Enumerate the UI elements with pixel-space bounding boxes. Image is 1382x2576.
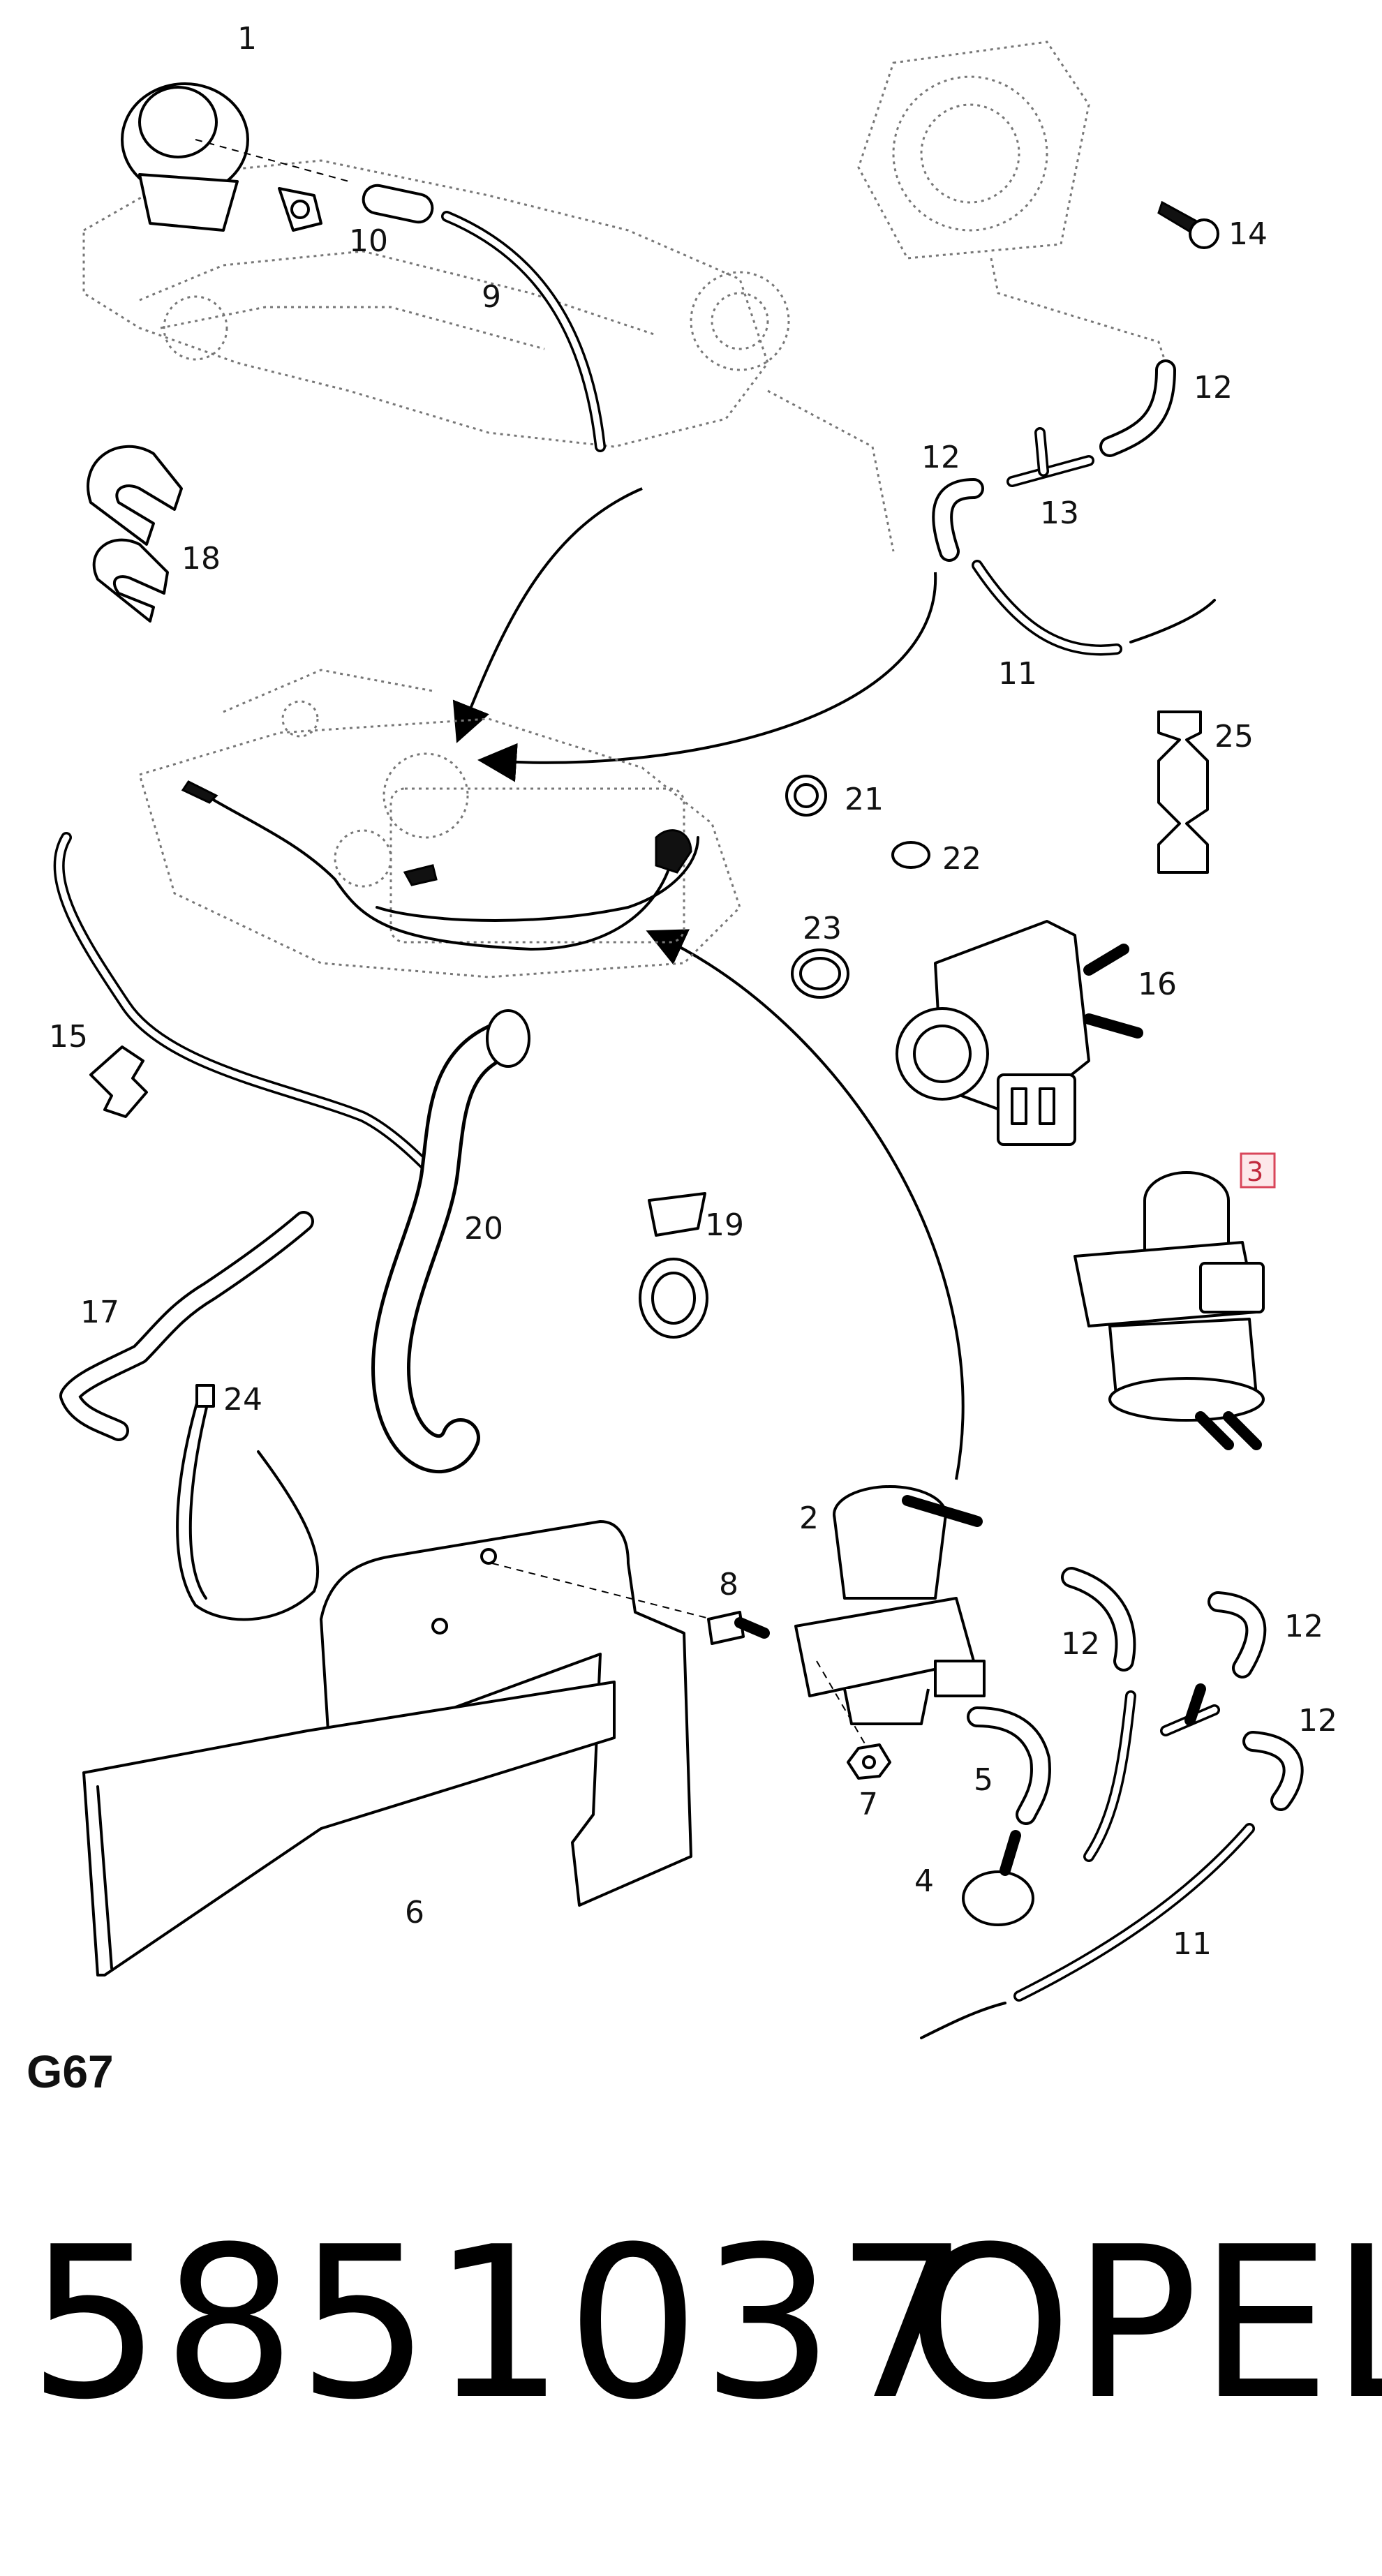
- callout-19: 19: [705, 1207, 744, 1243]
- highlight-box-part-3: [1240, 1152, 1276, 1189]
- pressure-regulator-part-2: [794, 1485, 986, 1745]
- callout-18: 18: [181, 541, 221, 576]
- clip-part-15: [89, 1045, 148, 1118]
- elbow-part-5: [967, 1706, 1051, 1825]
- brand-name: OPEL: [907, 2202, 1382, 2445]
- hose-elbow-part-12-upper: [1099, 359, 1176, 457]
- callout-3: 3: [1247, 1156, 1263, 1187]
- tube-part-11-upper: [972, 560, 1216, 656]
- egr-valve-part-1: [121, 82, 350, 232]
- nut-part-7: [847, 1743, 891, 1780]
- bracket-part-6: [82, 1520, 713, 1976]
- diagram-code: G67: [27, 2046, 114, 2097]
- hose-elbow-part-12-lower-a: [1061, 1567, 1136, 1672]
- callout-13: 13: [1040, 496, 1079, 531]
- callout-10: 10: [349, 223, 388, 259]
- vacuum-pump-ghost: [857, 40, 1167, 364]
- callout-12-d: 12: [1284, 1609, 1323, 1644]
- callout-21: 21: [845, 782, 884, 817]
- part-number: 5851037: [28, 2202, 971, 2445]
- callout-24: 24: [223, 1382, 262, 1417]
- clamp-part-22: [891, 841, 930, 869]
- intake-manifold-ghost: [138, 669, 741, 978]
- tee-connector-lower: [1160, 1683, 1220, 1736]
- screw-part-14: [1157, 200, 1219, 249]
- callout-16: 16: [1138, 967, 1177, 1002]
- cable-tie-part-24: [176, 1384, 320, 1621]
- callout-5: 5: [974, 1762, 993, 1798]
- bracket-clip-part-25: [1157, 710, 1209, 874]
- callout-14: 14: [1228, 216, 1268, 252]
- callout-12-b: 12: [921, 440, 960, 475]
- hose-elbow-part-12-middle: [932, 478, 984, 562]
- hose-elbow-part-12-lower-b: [1208, 1591, 1267, 1678]
- hose-clamp-part-23: [791, 948, 849, 999]
- short-hose-part-10: [362, 184, 434, 224]
- callout-6: 6: [405, 1895, 424, 1930]
- callout-23: 23: [803, 911, 842, 946]
- tube-vertical: [1083, 1690, 1136, 1862]
- clamp-part-18: [87, 445, 183, 623]
- callout-4: 4: [914, 1863, 934, 1899]
- vacuum-cap-part-4: [962, 1830, 1034, 1926]
- callout-7: 7: [859, 1787, 878, 1822]
- hose-part-17: [59, 1211, 314, 1441]
- callout-15: 15: [49, 1019, 88, 1055]
- fitting-part-8: [707, 1611, 770, 1645]
- callout-11-a: 11: [998, 656, 1037, 692]
- tee-connector-part-13: [1006, 427, 1094, 487]
- callout-9: 9: [482, 279, 501, 315]
- callout-1: 1: [237, 21, 257, 57]
- vacuum-hose-part-9: [441, 211, 606, 452]
- solenoid-valve-part-16: [896, 920, 1143, 1146]
- callout-12-e: 12: [1298, 1703, 1337, 1739]
- engine-intake-ghost: [82, 159, 895, 552]
- callout-11-b: 11: [1173, 1926, 1212, 1962]
- clamp-part-19: [639, 1192, 708, 1339]
- pressure-converter-part-3: [1073, 1171, 1265, 1450]
- tube-part-11-lower: [920, 1823, 1255, 2039]
- callout-2: 2: [799, 1501, 819, 1536]
- callout-12-a: 12: [1194, 370, 1233, 405]
- large-hose-part-20: [371, 1009, 530, 1474]
- callout-20: 20: [464, 1211, 503, 1246]
- callout-17: 17: [80, 1295, 119, 1330]
- callout-8: 8: [719, 1567, 738, 1602]
- callout-12-c: 12: [1061, 1626, 1100, 1662]
- callout-labels: 1 10 9 14 12 12 13 18 11 25 21 22 23 16 …: [49, 21, 1337, 1962]
- clamp-part-21: [785, 775, 827, 817]
- hose-elbow-part-12-lower-c: [1242, 1731, 1304, 1811]
- long-tube: [53, 832, 438, 1178]
- callout-22: 22: [942, 841, 981, 877]
- assembly-arrows: [452, 487, 965, 1480]
- callout-25: 25: [1214, 719, 1254, 754]
